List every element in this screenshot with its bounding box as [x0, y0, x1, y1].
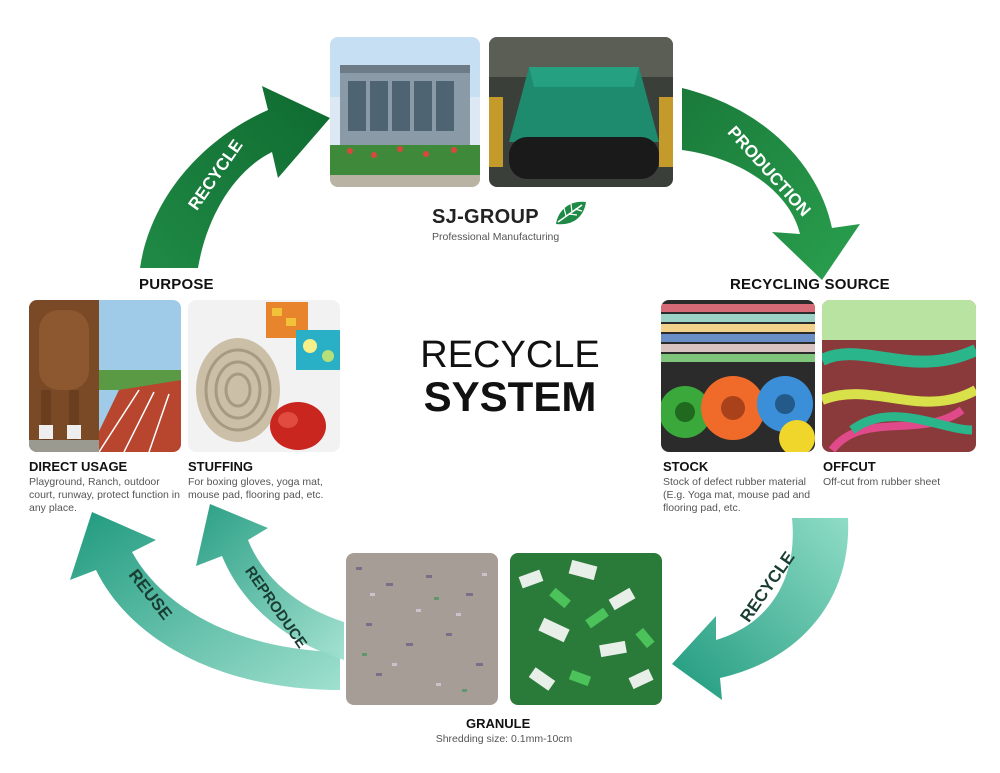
arrow-top-right [682, 88, 860, 280]
stuffing-desc: For boxing gloves, yoga mat, mouse pad, … [188, 476, 324, 501]
arrow-bottom-right [672, 518, 849, 700]
factory-building-photo [330, 37, 480, 187]
offcut-photo [822, 300, 976, 452]
leaf-logo-icon [556, 201, 586, 225]
stock-photo [661, 300, 815, 452]
arrow-top-left [140, 86, 330, 268]
center-title: RECYCLE SYSTEM [380, 335, 640, 419]
offcut-desc: Off-cut from rubber sheet [823, 476, 941, 488]
recycling-source-heading: RECYCLING SOURCE [730, 276, 890, 293]
stuffing-title: STUFFING [188, 459, 253, 474]
rubber-sheet-production-photo [489, 37, 673, 187]
purpose-heading: PURPOSE [139, 276, 214, 293]
direct-usage-desc: Playground, Ranch, outdoor court, runway… [29, 476, 180, 514]
center-title-line1: RECYCLE [420, 334, 600, 376]
offcut-title: OFFCUT [823, 459, 876, 474]
brand-name: SJ-GROUP [432, 206, 539, 228]
granule-green-photo [510, 553, 662, 705]
direct-usage-photo [29, 300, 181, 452]
granule-desc: Shredding size: 0.1mm-10cm [435, 733, 573, 745]
granule-mixed-photo [346, 553, 498, 705]
stuffing-photo [188, 300, 340, 452]
center-title-line2: SYSTEM [423, 373, 597, 420]
granule-title: GRANULE [466, 716, 531, 731]
arrow-bottom-left-inner [196, 504, 344, 660]
direct-usage-title: DIRECT USAGE [29, 459, 128, 474]
arrow-bottom-left-outer [70, 512, 340, 690]
stock-title: STOCK [663, 459, 709, 474]
stock-desc: Stock of defect rubber material (E.g. Yo… [663, 476, 811, 514]
brand-block: SJ-GROUP Professional Manufacturing [432, 206, 602, 243]
brand-tagline: Professional Manufacturing [432, 231, 560, 243]
